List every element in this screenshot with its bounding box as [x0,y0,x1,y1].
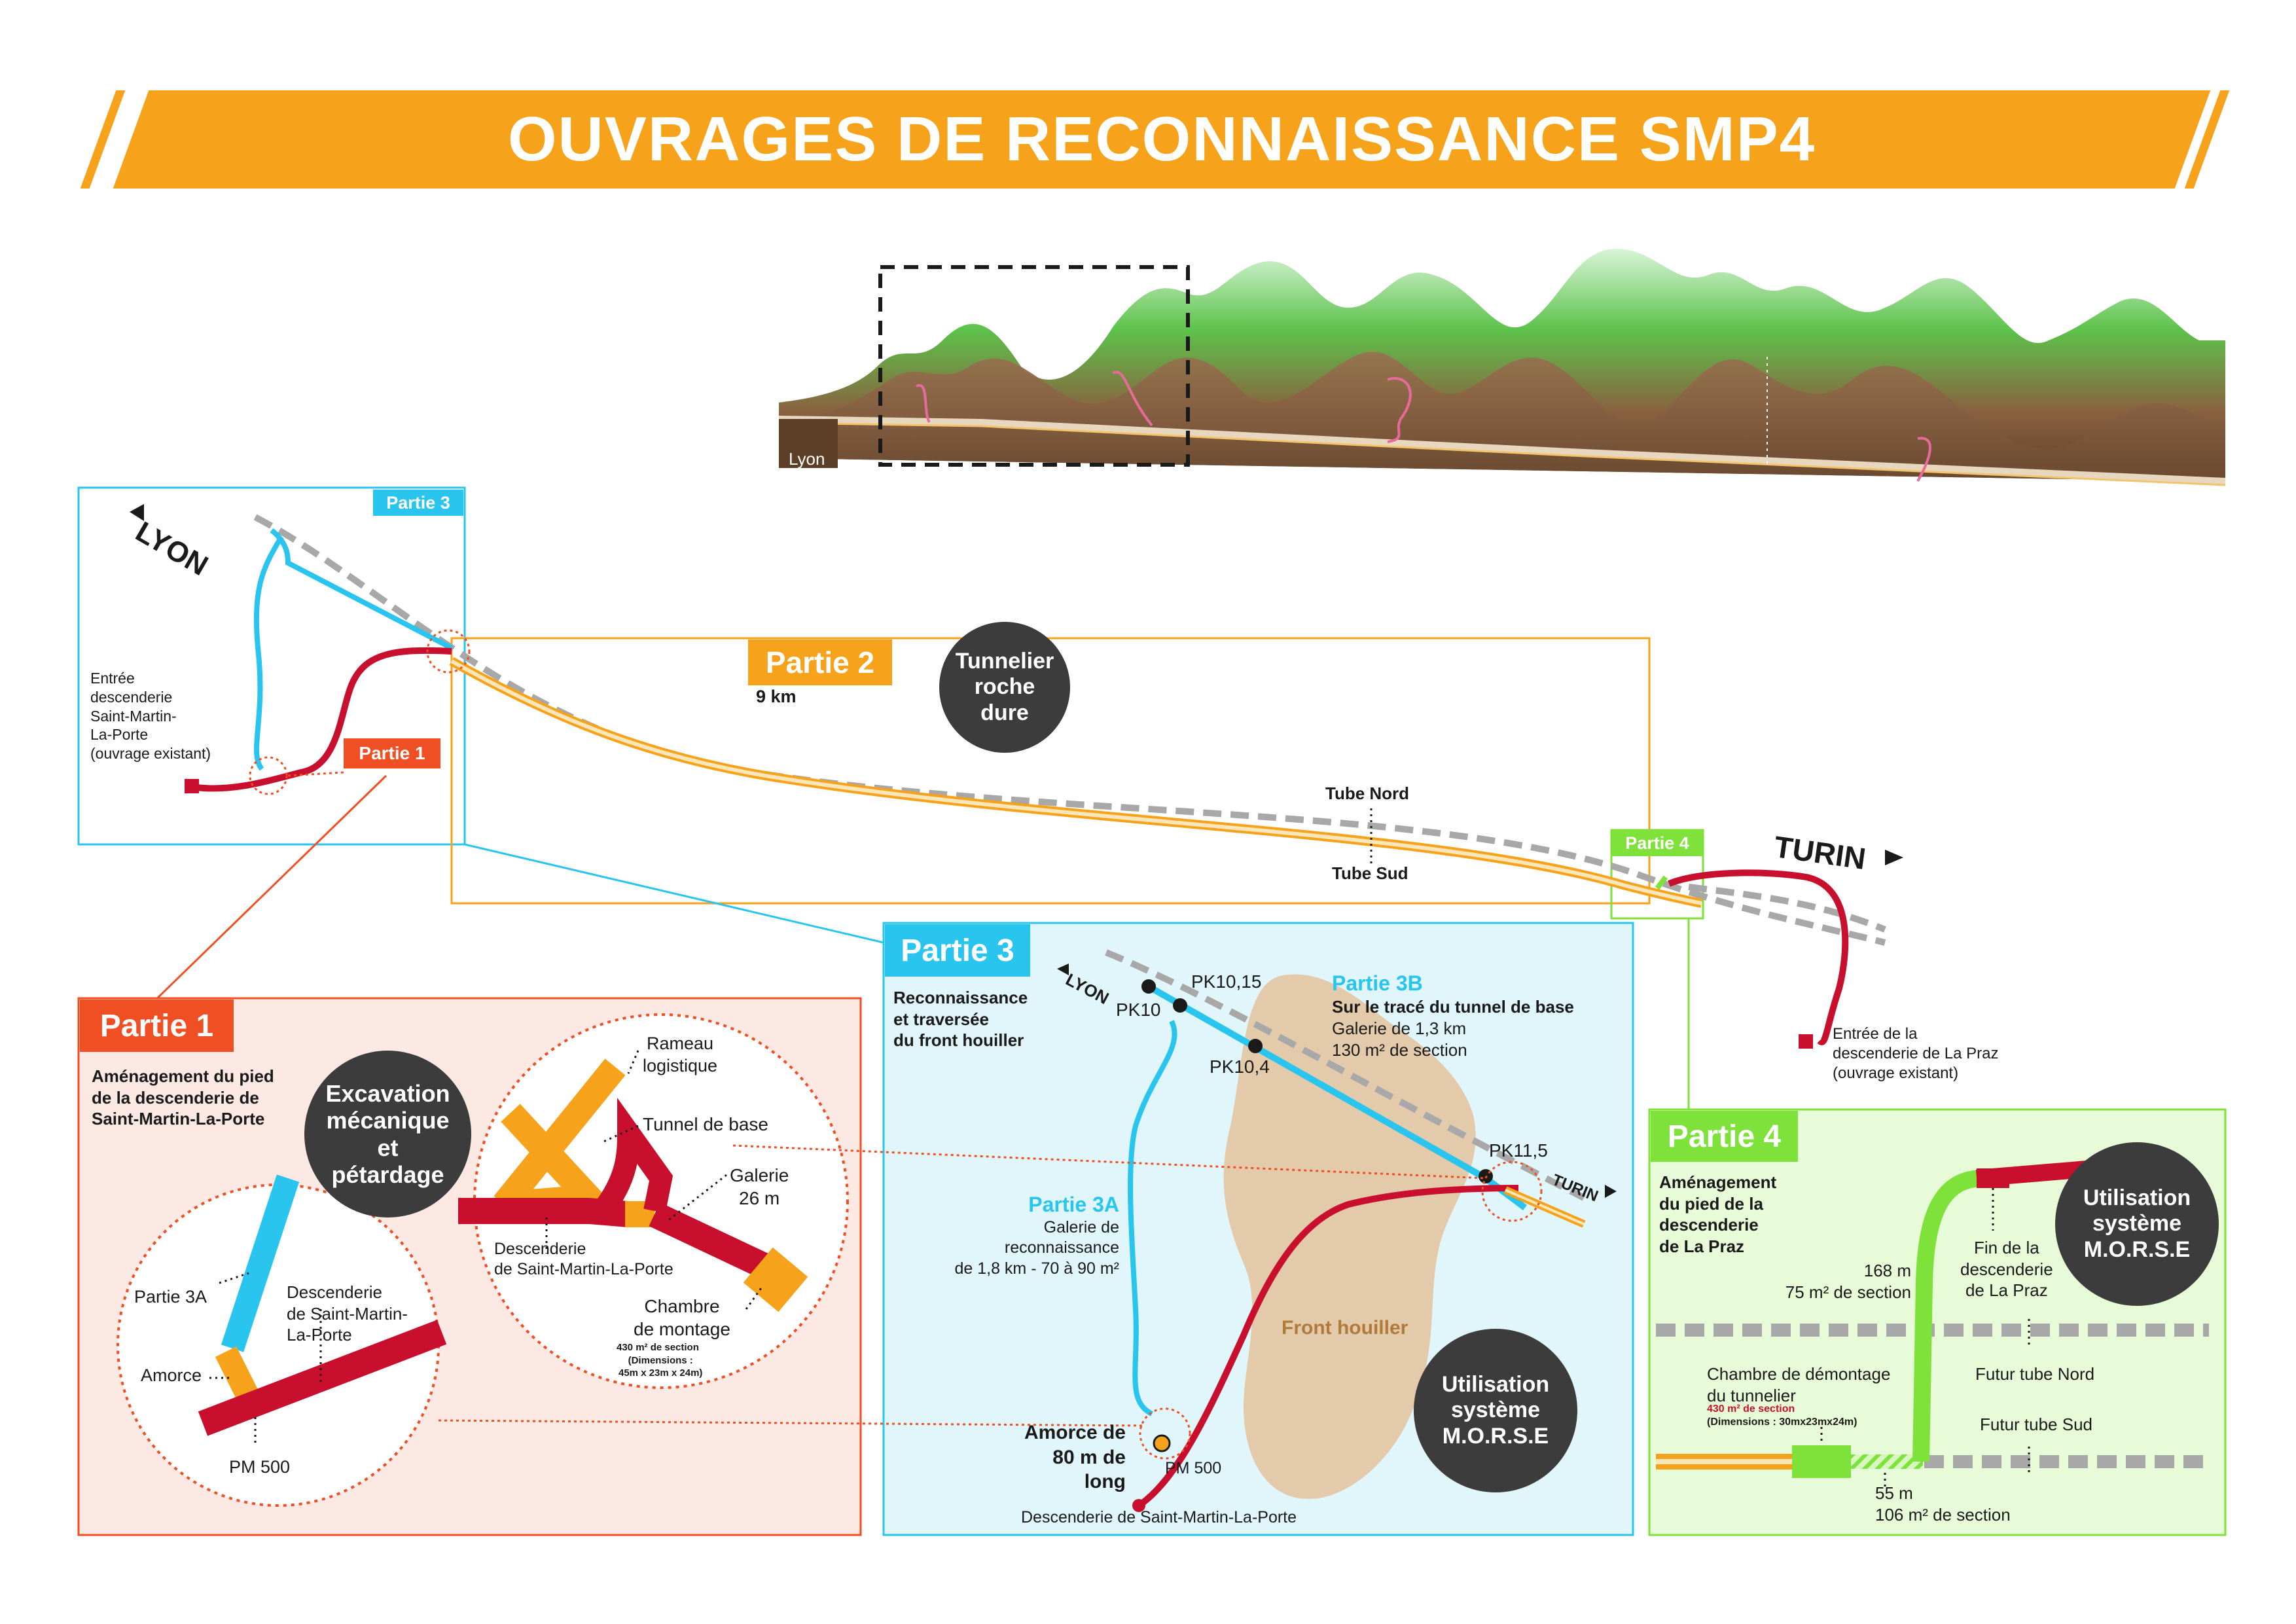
partie1-description: Aménagement du pied de la descenderie de… [92,1066,274,1128]
pk1015-label: PK10,15 [1191,971,1262,992]
pk115-label: PK11,5 [1489,1140,1548,1161]
chambre-montage-label: Chambre de montage [634,1296,730,1339]
fin-lapraz-label: Fin de la descenderie de La Praz [1960,1238,2053,1300]
p1-descenderie-label: Descenderie de Saint-Martin- La-Porte [287,1282,408,1344]
partie3-panel-tag: Partie 3 [885,924,1030,977]
p1-desc-smlp-label: Descenderie de Saint-Martin-La-Porte [494,1240,673,1279]
len168-label: 168 m 75 m² de section [1785,1261,1911,1302]
p3-amorce-label: Amorce de 80 m de long [1024,1422,1126,1492]
profile-focus-frame [878,265,1190,467]
partie4-description: Aménagement du pied de la descenderie de… [1659,1172,1777,1256]
chambre-demontage-label: Chambre de démontage du tunnelier [1707,1364,1891,1405]
entree-smlp-label: Entrée descenderie Saint-Martin- La-Port… [90,670,211,762]
tube-nord-label: Tube Nord [1325,784,1410,803]
tunnelier-badge: Tunnelier roche dure [939,622,1070,753]
chambre-montage-dim: (Dimensions : 45m x 23m x 24m) [619,1355,703,1379]
futur-tube-sud-label: Futur tube Sud [1980,1415,2092,1434]
tube-sud-label: Tube Sud [1332,863,1408,883]
profile-lyon-label: Lyon [789,449,825,469]
partie3b-title: Partie 3B [1332,971,1423,995]
excavation-badge: Excavation mécanique et pétardage [304,1051,471,1218]
p1-partie3a-label: Partie 3A [134,1287,207,1307]
mountain-profile [778,249,2226,486]
partie2-length: 9 km [756,687,797,706]
partie3-description: Reconnaissance et traversée du front hou… [893,988,1028,1050]
p1-amorce-label: Amorce [141,1365,202,1385]
partie2-tag: Partie 2 [748,640,892,685]
chambre-demontage-section: 430 m² de section [1707,1403,1795,1415]
partie4-overview-tag: Partie 4 [1611,830,1703,856]
partie3-overview-tag: Partie 3 [373,490,463,516]
partie3b-text: Galerie de 1,3 km 130 m² de section [1332,1019,1467,1060]
pk104-label: PK10,4 [1210,1056,1270,1077]
galerie-26-label: Galerie 26 m [730,1165,789,1208]
chambre-demontage-dim: (Dimensions : 30mx23mx24m) [1707,1416,1857,1428]
entree-lapraz-label: Entrée de la descenderie de La Praz (ouv… [1833,1025,1999,1082]
p3-pm500-label: PM 500 [1165,1459,1222,1477]
tunnel-base-label: Tunnel de base [643,1114,768,1134]
chambre-montage-section: 430 m² de section [617,1342,699,1353]
partie3a-text: Galerie de reconnaissance de 1,8 km - 70… [954,1218,1119,1278]
partie3a-title: Partie 3A [1028,1193,1119,1216]
partie3b-subtitle: Sur le tracé du tunnel de base [1332,997,1574,1017]
pk10-label: PK10 [1116,1000,1161,1020]
partie4-panel-tag: Partie 4 [1651,1111,1798,1162]
p3-morse-badge: Utilisation système M.O.R.S.E [1414,1329,1577,1492]
partie1-overview-tag: Partie 1 [344,738,440,768]
front-houiller-label: Front houiller [1282,1317,1408,1339]
rameau-label: Rameau logistique [643,1034,718,1075]
futur-tube-nord-label: Futur tube Nord [1975,1364,2095,1384]
page-title: OUVRAGES DE RECONNAISSANCE SMP4 [507,104,1816,174]
partie1-panel-tag: Partie 1 [80,1000,234,1052]
p4-morse-badge: Utilisation système M.O.R.S.E [2055,1142,2219,1306]
p3-descenderie-label: Descenderie de Saint-Martin-La-Porte [1021,1508,1297,1526]
p1-pm500-label: PM 500 [229,1457,291,1477]
len55-label: 55 m 106 m² de section [1875,1483,2011,1525]
partie2-box [450,637,1651,905]
